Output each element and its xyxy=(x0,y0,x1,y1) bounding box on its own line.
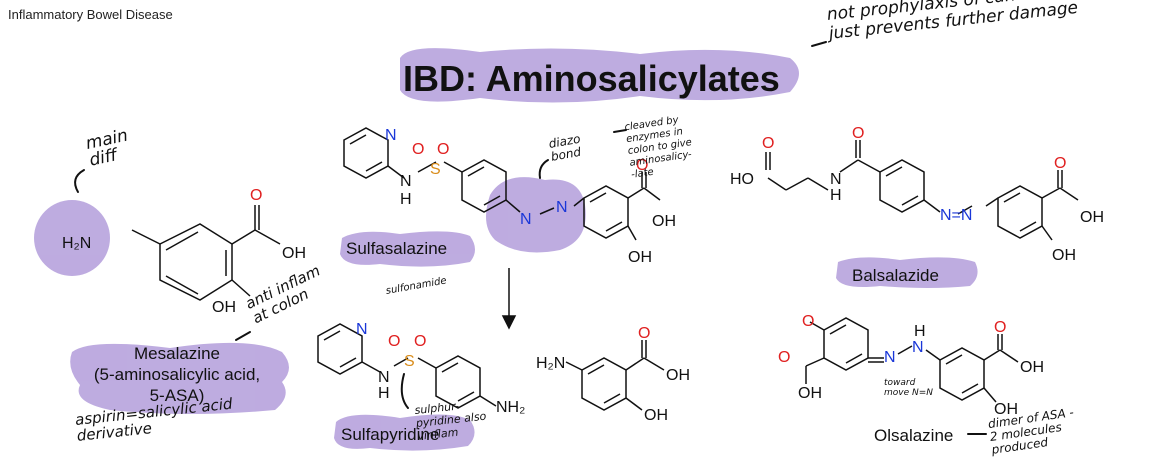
highlight-layer xyxy=(34,48,978,451)
olsalazine-right-carbonyl-o: O xyxy=(994,319,1006,336)
sulfapyridine-amide-h: H xyxy=(378,385,390,402)
sulfapyridine-pyridine-n: N xyxy=(356,321,368,338)
diazo-bond-note: diazo bond xyxy=(547,131,582,164)
annotation-arrows xyxy=(74,41,987,435)
olsalazine-left-oh: OH xyxy=(798,385,822,402)
sulfasalazine-amide-n: N xyxy=(400,173,412,190)
cleaved-note: cleaved by enzymes in colon to give amin… xyxy=(623,114,693,181)
title-highlight xyxy=(400,48,799,103)
mesalazine-name: Mesalazine xyxy=(134,344,220,363)
balsalazide-label-highlight xyxy=(836,257,978,288)
page-title: IBD: Aminosalicylates xyxy=(403,58,780,99)
olsalazine-n2: N xyxy=(912,339,924,356)
cleaved-arrow xyxy=(613,129,627,133)
mesalazine-full-name: (5-aminosalicylic acid, xyxy=(93,365,261,384)
sulfapyridine-structure xyxy=(317,323,497,409)
mesalazine-abbrev: 5-ASA) xyxy=(149,386,205,405)
sulfasalazine-carbonyl-o: O xyxy=(636,157,648,174)
mesalazine-amine-atom: H₂N xyxy=(62,235,91,252)
olsalazine-quinone-o: O xyxy=(802,313,814,330)
product-carbonyl-o: O xyxy=(638,325,650,342)
mesalazine-carbonyl-o: O xyxy=(250,187,262,204)
sulfapyridine-amide-n: N xyxy=(378,369,390,386)
toward-move-note: toward move N=N xyxy=(884,378,934,398)
sulfasalazine-sulfur: S xyxy=(430,161,441,178)
diazo-arrow xyxy=(538,159,549,179)
olsalazine-structure xyxy=(805,317,1019,403)
olsalazine-phenol-oh: OH xyxy=(994,401,1018,418)
balsalazide-amide-n: N xyxy=(830,171,842,188)
sulfapyridine-label-highlight xyxy=(334,414,475,451)
olsalazine-carbonyl-o: O xyxy=(778,349,790,366)
olsalazine-h: H xyxy=(914,323,926,340)
mesalazine-amine-highlight xyxy=(34,200,110,276)
sulfasalazine-label: Sulfasalazine xyxy=(346,239,448,258)
balsalazide-label: Balsalazide xyxy=(852,266,939,285)
sulfasalazine-structure xyxy=(343,127,661,241)
diazo-highlight xyxy=(486,177,586,253)
balsalazide-o2: O xyxy=(852,125,864,142)
balsalazide-azo: N=N xyxy=(940,207,972,224)
mesalazine-structure xyxy=(131,205,281,301)
sulfasalazine-azo-n1: N xyxy=(520,211,532,228)
sulfasalazine-phenol-oh: OH xyxy=(628,249,652,266)
olsalazine-acid-oh: OH xyxy=(1020,359,1044,376)
slide-header: Inflammatory Bowel Disease xyxy=(8,7,173,22)
sulfasalazine-o1: O xyxy=(412,141,424,158)
sulfasalazine-acid-oh: OH xyxy=(652,213,676,230)
sulfapyridine-label: Sulfapyridine xyxy=(341,425,440,444)
balsalazide-carbonyl-o: O xyxy=(1054,155,1066,172)
product-phenol-oh: OH xyxy=(644,407,668,424)
sulfapyridine-amine: NH₂ xyxy=(496,399,525,416)
olsalazine-n1: N xyxy=(884,349,896,366)
product-amine: H₂N xyxy=(536,355,565,372)
balsalazide-amide-h: H xyxy=(830,187,842,204)
sulfasalazine-label-highlight xyxy=(340,231,475,267)
sulfasalazine-pyridine-n: N xyxy=(385,127,397,144)
mesalazine-label: Mesalazine (5-aminosalicylic acid, 5-ASA… xyxy=(72,343,282,406)
sulfasalazine-amide-h: H xyxy=(400,191,412,208)
balsalazide-phenol-oh: OH xyxy=(1052,247,1076,264)
sulfapyridine-sulfur: S xyxy=(404,353,415,370)
sulfasalazine-o2: O xyxy=(437,141,449,158)
sulfasalazine-azo-n2: N xyxy=(556,199,568,216)
product-acid-oh: OH xyxy=(666,367,690,384)
sulphur-arrow xyxy=(400,373,409,409)
olsalazine-label: Olsalazine xyxy=(874,426,954,445)
mesalazine-label-highlight xyxy=(70,342,289,414)
balsalazide-acid-oh: OH xyxy=(1080,209,1104,226)
balsalazide-ho: HO xyxy=(730,171,754,188)
mesalazine-phenol-oh: OH xyxy=(212,299,236,316)
balsalazide-o1: O xyxy=(762,135,774,152)
mesalazine-acid-oh: OH xyxy=(282,245,306,262)
sulfapyridine-o1: O xyxy=(388,333,400,350)
sulfapyridine-o2: O xyxy=(414,333,426,350)
sulphur-pyridine-note: sulphur- pyridine also vinflam xyxy=(413,399,487,443)
main-diff-arrow xyxy=(74,169,85,193)
prophylaxis-arrow xyxy=(811,41,827,47)
aminosalicylate-product-structure xyxy=(565,340,665,411)
cleavage-arrow xyxy=(501,268,517,330)
anti-inflam-arrow xyxy=(235,331,251,341)
balsalazide-structure xyxy=(765,140,1079,241)
